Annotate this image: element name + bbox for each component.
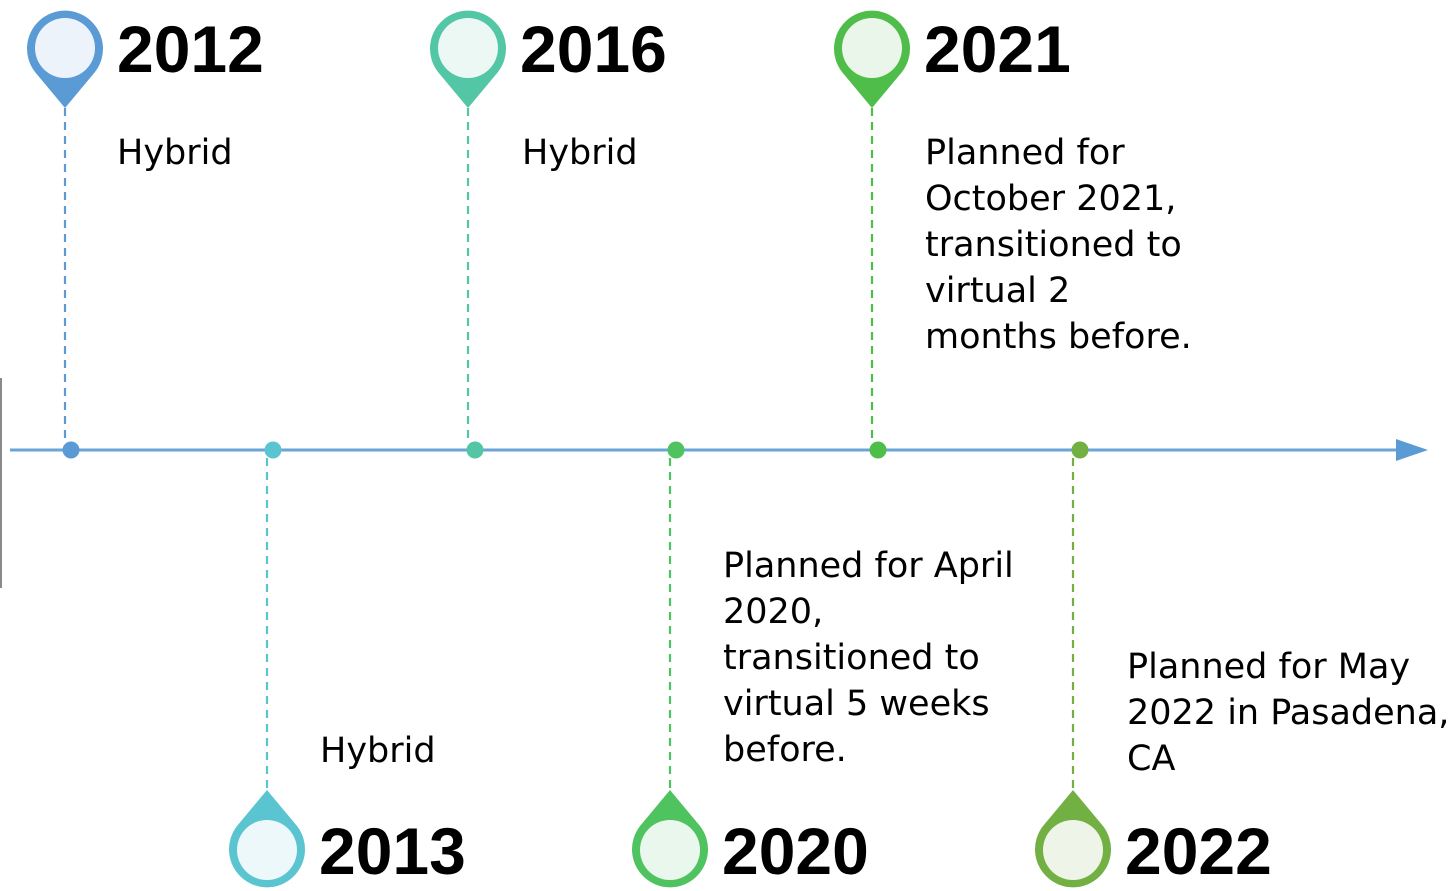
pin-center [438,18,498,78]
milestone-2013 [228,441,305,888]
milestone-description: Hybrid [522,133,638,173]
year-label: 2016 [520,12,667,86]
pin-center [237,820,297,880]
timeline-dot [264,441,282,459]
timeline-dot [869,441,887,459]
year-label: 2013 [319,814,466,888]
timeline-arrow-head [1396,439,1428,461]
left-edge-divider [0,378,2,588]
milestone-description: Hybrid [320,731,436,771]
milestone-description: Planned for April 2020, transitioned to … [723,546,1014,770]
milestone-description: Planned for October 2021, transitioned t… [925,133,1192,357]
year-label: 2012 [117,12,264,86]
timeline-dot [667,441,685,459]
milestone-description: Planned for May 2022 in Pasadena, CA [1127,647,1450,779]
pin-center [1043,820,1103,880]
milestone-description: Hybrid [117,133,233,173]
milestone-2016 [430,10,507,459]
timeline-dot [466,441,484,459]
milestone-2020 [632,441,709,888]
timeline-dot [62,441,80,459]
milestone-2022 [1035,441,1111,888]
milestone-2021 [833,10,910,459]
pin-center [640,820,700,880]
pin-center [35,18,95,78]
year-label: 2020 [722,814,869,888]
year-label: 2022 [1125,814,1272,888]
year-label: 2021 [924,12,1071,86]
timeline-dot [1071,441,1089,459]
milestone-2012 [27,10,104,459]
pin-center [842,18,902,78]
